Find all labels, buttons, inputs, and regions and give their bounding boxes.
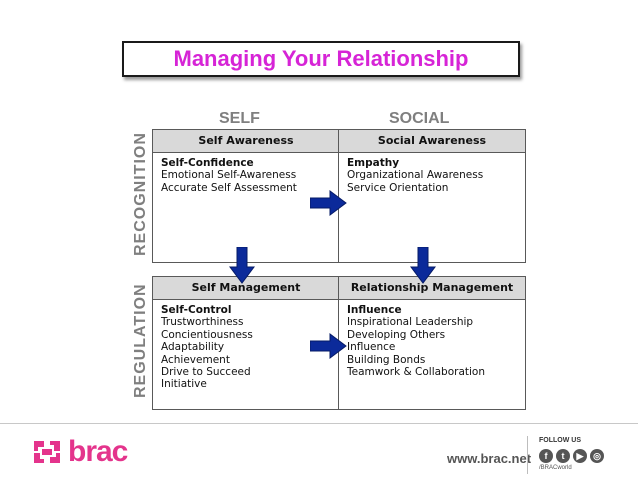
- list-item: Organizational Awareness: [347, 169, 484, 182]
- social-handle: /BRACworld: [539, 465, 572, 471]
- footer-separator: [527, 436, 528, 474]
- facebook-icon[interactable]: f: [539, 449, 553, 463]
- quadrant-body: Self-Control Trustworthiness Concientiou…: [153, 300, 339, 395]
- quadrant-lead: Self-Control: [161, 304, 232, 316]
- list-item: Emotional Self-Awareness: [161, 169, 297, 182]
- quadrant-lead: Self-Confidence: [161, 157, 254, 169]
- twitter-icon[interactable]: t: [556, 449, 570, 463]
- list-item: Concientiousness: [161, 328, 253, 341]
- quadrant-header: Self Awareness: [153, 130, 339, 153]
- instagram-icon[interactable]: ◎: [590, 449, 604, 463]
- row-label-regulation: REGULATION: [132, 283, 149, 398]
- brand-logo: brac: [30, 435, 128, 469]
- arrow-right-icon: [310, 333, 347, 359]
- list-item: Building Bonds: [347, 353, 426, 366]
- quadrant-body: Empathy Organizational Awareness Service…: [339, 153, 525, 198]
- page-title: Managing Your Relationship: [173, 46, 469, 71]
- arrow-down-icon: [229, 247, 255, 284]
- list-item: Service Orientation: [347, 181, 449, 194]
- quadrant-self-awareness: Self Awareness Self-Confidence Emotional…: [152, 129, 340, 263]
- list-item: Accurate Self Assessment: [161, 181, 297, 194]
- list-item: Drive to Succeed: [161, 366, 251, 379]
- brac-logo-icon: [34, 441, 60, 463]
- row-label-recognition: RECOGNITION: [132, 132, 149, 256]
- list-item: Trustworthiness: [161, 316, 244, 329]
- quadrant-header: Relationship Management: [339, 277, 525, 300]
- list-item: Adaptability: [161, 341, 225, 354]
- list-item: Initiative: [161, 378, 207, 391]
- quadrant-social-awareness: Social Awareness Empathy Organizational …: [338, 129, 526, 263]
- list-item: Influence: [347, 341, 396, 354]
- list-item: Inspirational Leadership: [347, 316, 474, 329]
- quadrant-body: Self-Confidence Emotional Self-Awareness…: [153, 153, 339, 198]
- arrow-right-icon: [310, 190, 347, 216]
- list-item: Teamwork & Collaboration: [347, 366, 486, 379]
- brand-name: brac: [68, 435, 128, 468]
- quadrant-body: Influence Inspirational Leadership Devel…: [339, 300, 525, 382]
- column-label-self: SELF: [219, 110, 260, 127]
- quadrant-lead: Influence: [347, 304, 402, 316]
- quadrant-self-management: Self Management Self-Control Trustworthi…: [152, 276, 340, 410]
- website-link[interactable]: www.brac.net: [447, 451, 532, 466]
- column-label-social: SOCIAL: [389, 110, 450, 127]
- quadrant-header: Self Management: [153, 277, 339, 300]
- list-item: Developing Others: [347, 328, 446, 341]
- footer-divider: [0, 423, 638, 424]
- follow-us-label: FOLLOW US: [539, 437, 581, 444]
- quadrant-relationship-management: Relationship Management Influence Inspir…: [338, 276, 526, 410]
- arrow-down-icon: [410, 247, 436, 284]
- youtube-icon[interactable]: ▶: [573, 449, 587, 463]
- quadrant-header: Social Awareness: [339, 130, 525, 153]
- list-item: Achievement: [161, 353, 230, 366]
- quadrant-lead: Empathy: [347, 157, 400, 169]
- title-box: Managing Your Relationship: [122, 41, 520, 77]
